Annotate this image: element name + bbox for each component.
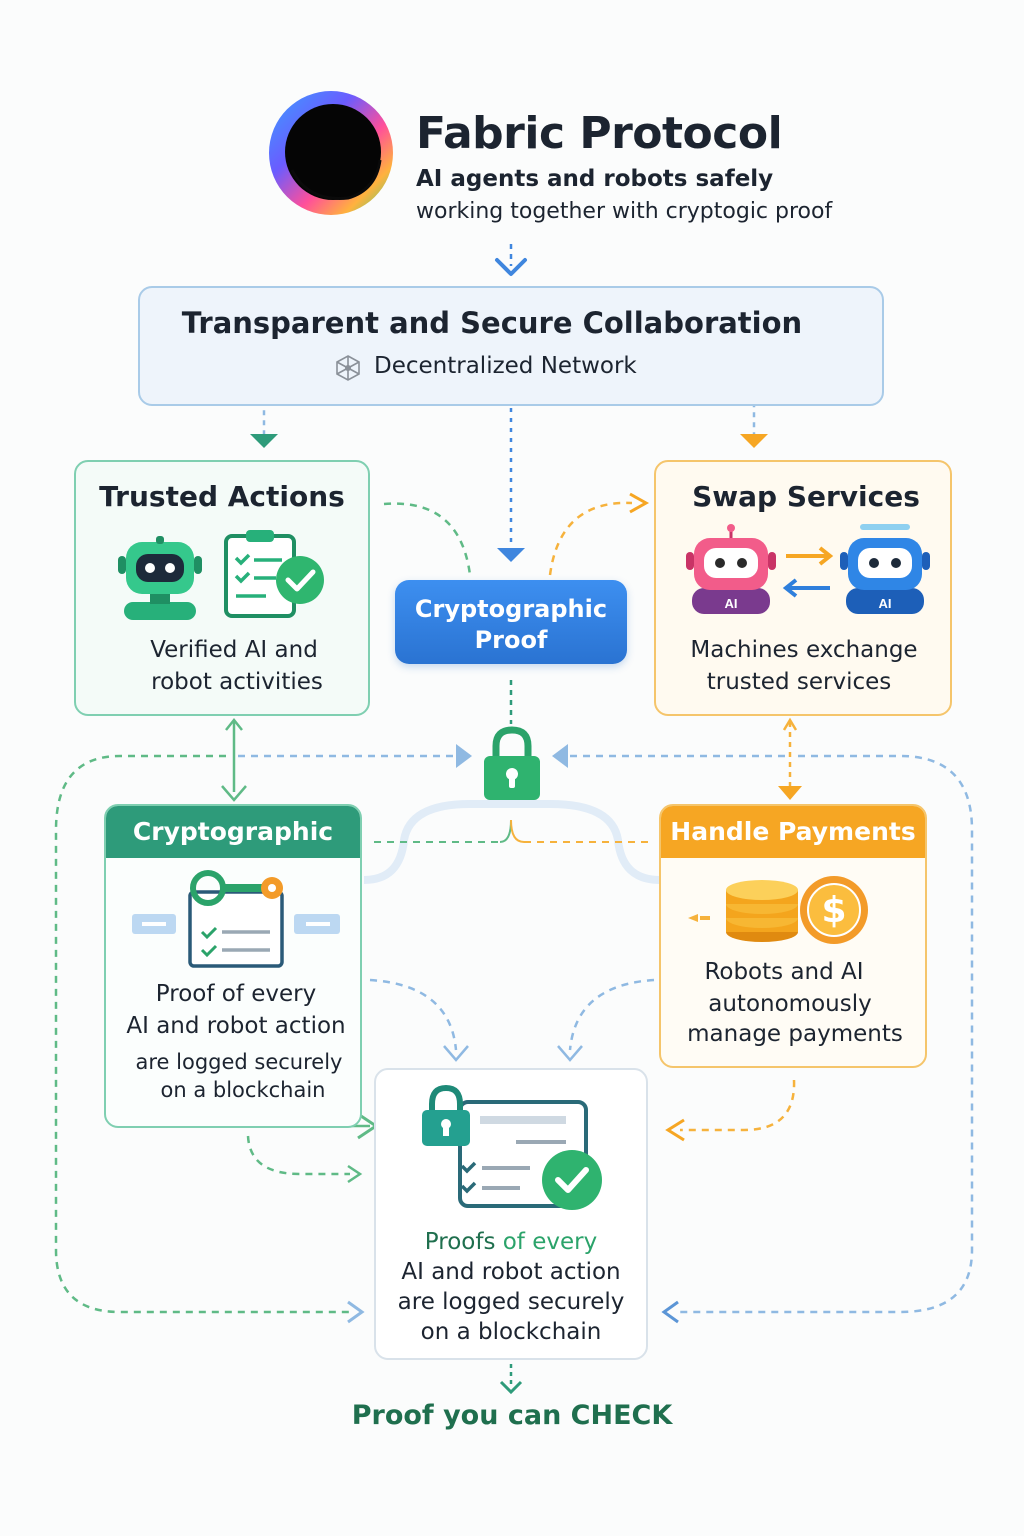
- banner-subtitle: Decentralized Network: [374, 353, 637, 379]
- trusted-actions-line1: Verified AI and: [150, 637, 318, 663]
- network-icon: [336, 355, 360, 381]
- secure-document-icon: [422, 1084, 602, 1210]
- handle-payments-title: Handle Payments: [670, 817, 916, 846]
- cryptographic-proof-line1: Cryptographic: [414, 595, 608, 623]
- fabric-logo: [269, 91, 393, 215]
- blockchain-log-line1: Proofs of every: [374, 1226, 648, 1258]
- page-title: Fabric Protocol: [416, 108, 783, 159]
- blockchain-log-line4: on a blockchain: [420, 1319, 602, 1345]
- trusted-actions-title: Trusted Actions: [99, 480, 345, 513]
- trusted-actions-line2: robot activities: [151, 669, 323, 695]
- cryptographic-card-header: [106, 806, 360, 858]
- cryptographic-line2: AI and robot action: [126, 1013, 346, 1039]
- collaboration-banner: [138, 286, 884, 406]
- svg-text:$: $: [821, 890, 846, 931]
- cryptographic-line1: Proof of every: [155, 981, 317, 1007]
- handle-payments-header: [661, 806, 925, 858]
- page-subtitle-line2: working together with cryptogic proof: [416, 199, 833, 224]
- swap-arrows-icon: [782, 546, 834, 598]
- cryptographic-line3: are logged securely: [135, 1050, 343, 1074]
- blockchain-log-line1-rest: of every: [495, 1229, 598, 1255]
- cryptographic-proof-line2: Proof: [474, 626, 548, 654]
- footer-tagline: Proof you can CHECK: [351, 1400, 673, 1431]
- blockchain-log-line3: are logged securely: [397, 1289, 625, 1315]
- cryptographic-card-title: Cryptographic: [132, 817, 334, 846]
- handle-payments-line3: manage payments: [687, 1021, 903, 1047]
- pink-robot-icon: AI: [686, 524, 776, 614]
- blockchain-log-line1-bold: Proofs: [424, 1229, 496, 1255]
- page-subtitle-line1: AI agents and robots safely: [416, 166, 774, 192]
- checklist-icon: [224, 530, 324, 618]
- swap-services-line2: trusted services: [706, 669, 892, 695]
- handle-payments-line1: Robots and AI: [704, 959, 864, 985]
- padlock-icon: [484, 726, 540, 800]
- cryptographic-proof-node: [395, 580, 627, 664]
- blockchain-log-line2: AI and robot action: [401, 1259, 621, 1285]
- swap-services-line1: Machines exchange: [690, 637, 918, 663]
- handle-payments-line2: autonomously: [708, 991, 872, 1017]
- cryptographic-proof-label: Cryptographic Proof: [395, 594, 627, 656]
- blue-robot-icon: AI: [840, 524, 930, 614]
- coins-icon: $: [688, 876, 868, 944]
- blue-robot-badge: AI: [879, 596, 892, 611]
- key-document-icon: [132, 870, 340, 968]
- cryptographic-line4: on a blockchain: [160, 1078, 326, 1102]
- robot-icon: [118, 536, 202, 620]
- banner-title: Transparent and Secure Collaboration: [181, 306, 803, 340]
- pink-robot-badge: AI: [725, 596, 738, 611]
- swap-services-title: Swap Services: [692, 480, 920, 513]
